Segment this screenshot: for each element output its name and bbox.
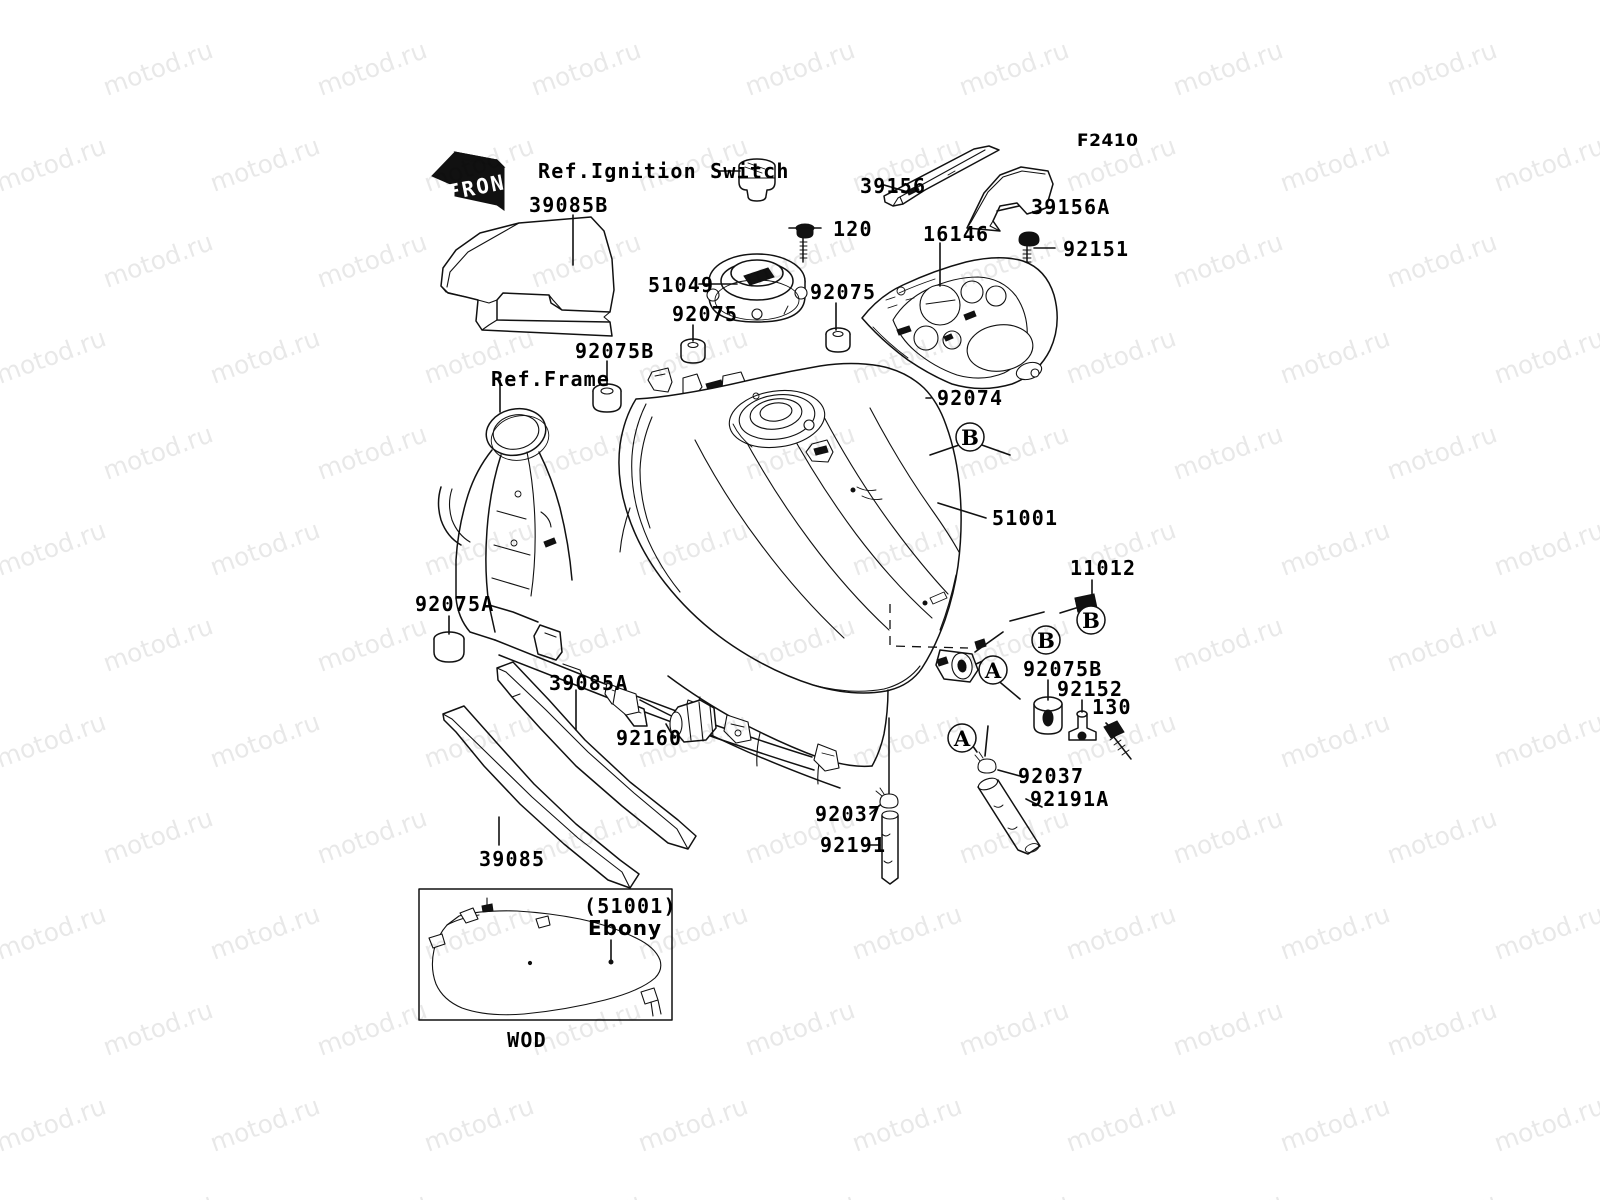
- callout-11012: 11012: [1070, 556, 1136, 580]
- tank-decal-mark: [850, 486, 883, 501]
- marker-b-right: B: [1076, 605, 1106, 635]
- callout-92151: 92151: [1063, 237, 1129, 261]
- part-92075-grommet-right: [825, 327, 851, 353]
- part-92037-clamp-low: [974, 751, 997, 774]
- callout-92152: 92152: [1057, 677, 1123, 701]
- part-92075-grommet-left: [680, 338, 706, 364]
- callout-92075-left: 92075: [672, 302, 738, 326]
- callout-92075-right: 92075: [810, 280, 876, 304]
- inset-color-name: Ebony: [588, 916, 662, 940]
- callout-39085: 39085: [479, 847, 545, 871]
- callout-39156: 39156: [860, 174, 926, 198]
- marker-a-low-label: A: [953, 726, 971, 751]
- marker-b-right-label: B: [1082, 608, 1100, 633]
- marker-a-tank: A: [978, 655, 1008, 685]
- part-16146-cluster-cover: [861, 257, 1058, 390]
- marker-b-mid: B: [1031, 625, 1061, 655]
- part-ref-frame: [437, 407, 815, 771]
- ref-ignition-switch-label: Ref.Ignition Switch: [538, 159, 790, 183]
- part-51049-fuel-cap: [706, 253, 808, 323]
- callout-39156a: 39156A: [1031, 195, 1110, 219]
- part-92075b-grommet-low: [1033, 696, 1063, 735]
- marker-b-tank-label: B: [961, 425, 979, 450]
- part-120-screw: [795, 223, 815, 263]
- part-39156-trim: [883, 145, 1000, 207]
- callout-92037-low: 92037: [1018, 764, 1084, 788]
- front-arrow-icon: FRONT: [431, 151, 522, 211]
- callout-51001: 51001: [992, 506, 1058, 530]
- part-92075a-grommet: [433, 631, 465, 663]
- marker-b-tank: B: [955, 422, 985, 452]
- callout-92191: 92191: [820, 833, 886, 857]
- callout-92075b-top: 92075B: [575, 339, 654, 363]
- inset-model-code: WOD: [507, 1028, 547, 1052]
- part-39085b-pad: [440, 216, 615, 337]
- leader-lines: [448, 170, 1113, 846]
- part-39085a-pad: [496, 661, 697, 850]
- callout-39085b: 39085B: [529, 193, 608, 217]
- callout-16146: 16146: [923, 222, 989, 246]
- callout-92074: 92074: [937, 386, 1003, 410]
- part-51001-fuel-tank: [618, 362, 987, 694]
- marker-b-mid-label: B: [1037, 628, 1055, 653]
- part-92191-hose-mid: [881, 810, 899, 885]
- part-130-bolt: [1103, 720, 1132, 760]
- marker-a-tank-label: A: [984, 658, 1002, 683]
- tank-rear-mount-boss: [935, 638, 987, 683]
- diagram-code: F2410: [1077, 131, 1138, 151]
- ref-frame-label: Ref.Frame: [491, 367, 610, 391]
- callout-120: 120: [833, 217, 873, 241]
- part-92037-clamp-mid: [875, 717, 899, 809]
- callout-92037-mid: 92037: [815, 802, 881, 826]
- color-variant-inset: (51001) Ebony: [418, 888, 677, 1021]
- part-92191a-hose: [977, 777, 1041, 855]
- part-ignition-switch-cap: [738, 158, 776, 202]
- callout-92075b-low: 92075B: [1023, 657, 1102, 681]
- callout-92160: 92160: [616, 726, 682, 750]
- callout-51049: 51049: [648, 273, 714, 297]
- part-92160-damper: [669, 699, 717, 743]
- part-39085-pad: [442, 705, 640, 889]
- inset-part-number: (51001): [584, 894, 677, 918]
- part-39156a-pad: [966, 166, 1054, 232]
- tank-emblem-marks: [885, 286, 915, 336]
- tank-fuel-cap-recess: [728, 389, 834, 463]
- callout-92191a: 92191A: [1030, 787, 1109, 811]
- callout-92075a: 92075A: [415, 592, 494, 616]
- marker-a-low: A: [947, 723, 977, 753]
- callout-130: 130: [1092, 695, 1132, 719]
- callout-39085a: 39085A: [549, 671, 628, 695]
